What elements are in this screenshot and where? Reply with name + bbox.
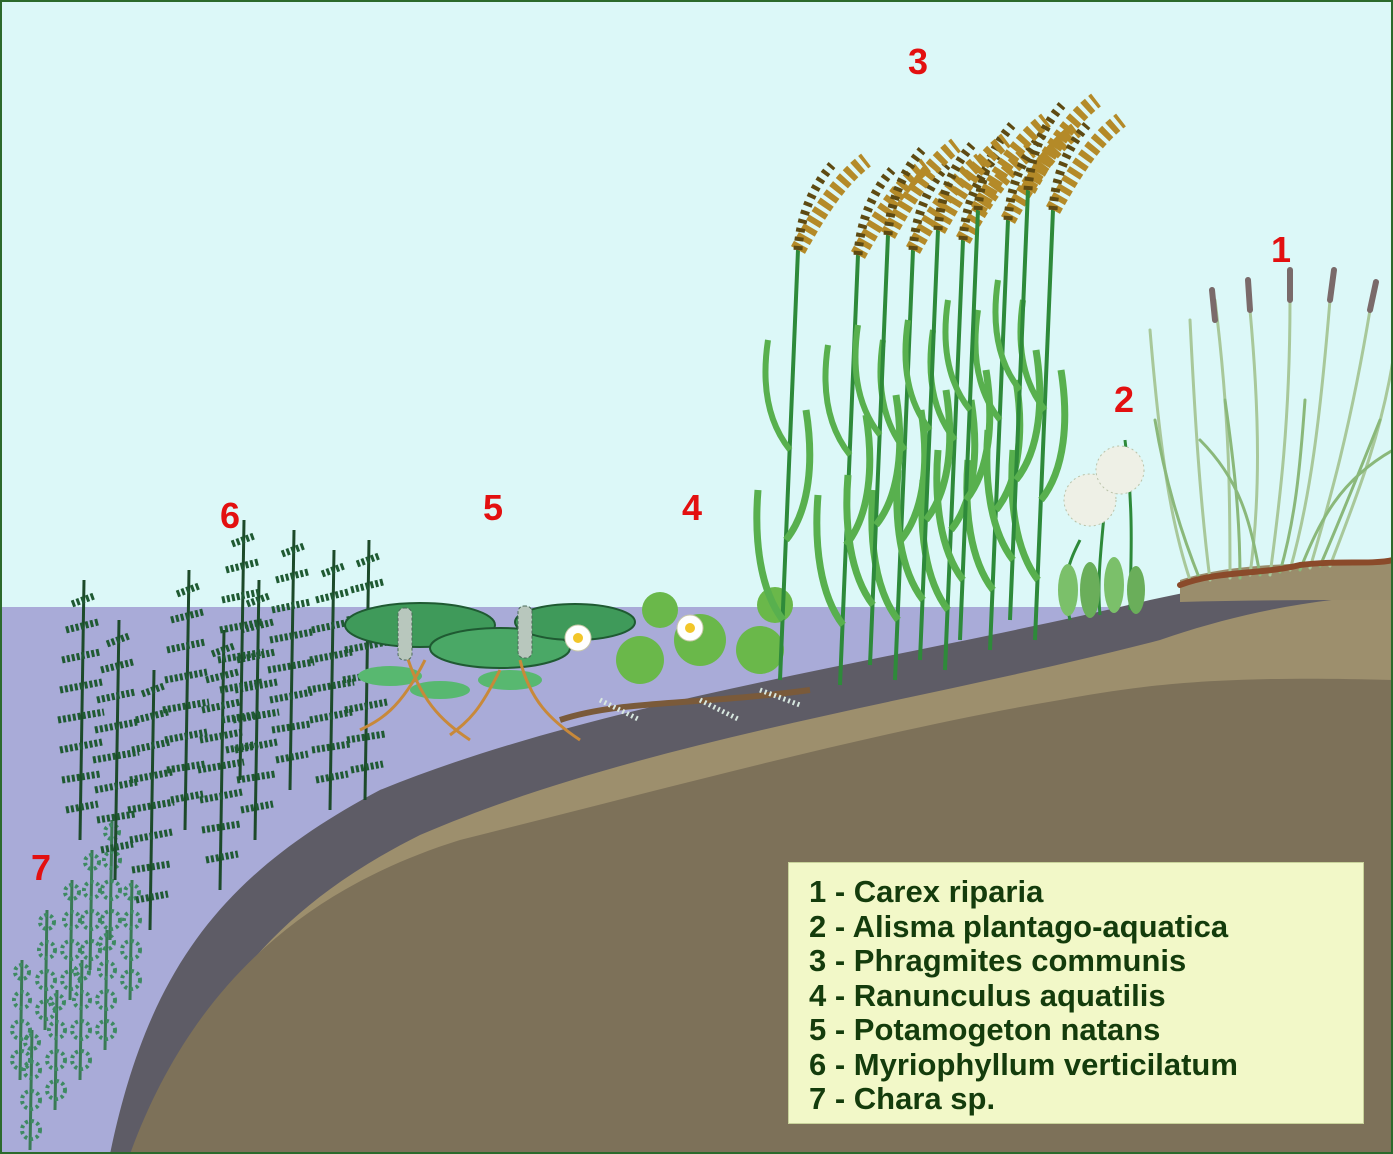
zone-label-6: 6	[220, 498, 240, 534]
legend-item-chara: 7 - Chara sp.	[809, 1082, 1363, 1117]
zone-label-1: 1	[1271, 232, 1291, 268]
zone-label-5: 5	[483, 490, 503, 526]
legend-item-potamogeton: 5 - Potamogeton natans	[809, 1013, 1363, 1048]
species-legend: 1 - Carex riparia 2 - Alisma plantago-aq…	[788, 862, 1364, 1124]
legend-item-myriophyllum: 6 - Myriophyllum verticilatum	[809, 1048, 1363, 1083]
zone-label-3: 3	[908, 44, 928, 80]
zone-label-2: 2	[1114, 382, 1134, 418]
legend-item-phragmites: 3 - Phragmites communis	[809, 944, 1363, 979]
legend-item-ranunculus: 4 - Ranunculus aquatilis	[809, 979, 1363, 1014]
zone-label-7: 7	[31, 850, 51, 886]
zone-label-4: 4	[682, 490, 702, 526]
legend-item-alisma: 2 - Alisma plantago-aquatica	[809, 910, 1363, 945]
legend-item-carex: 1 - Carex riparia	[809, 875, 1363, 910]
